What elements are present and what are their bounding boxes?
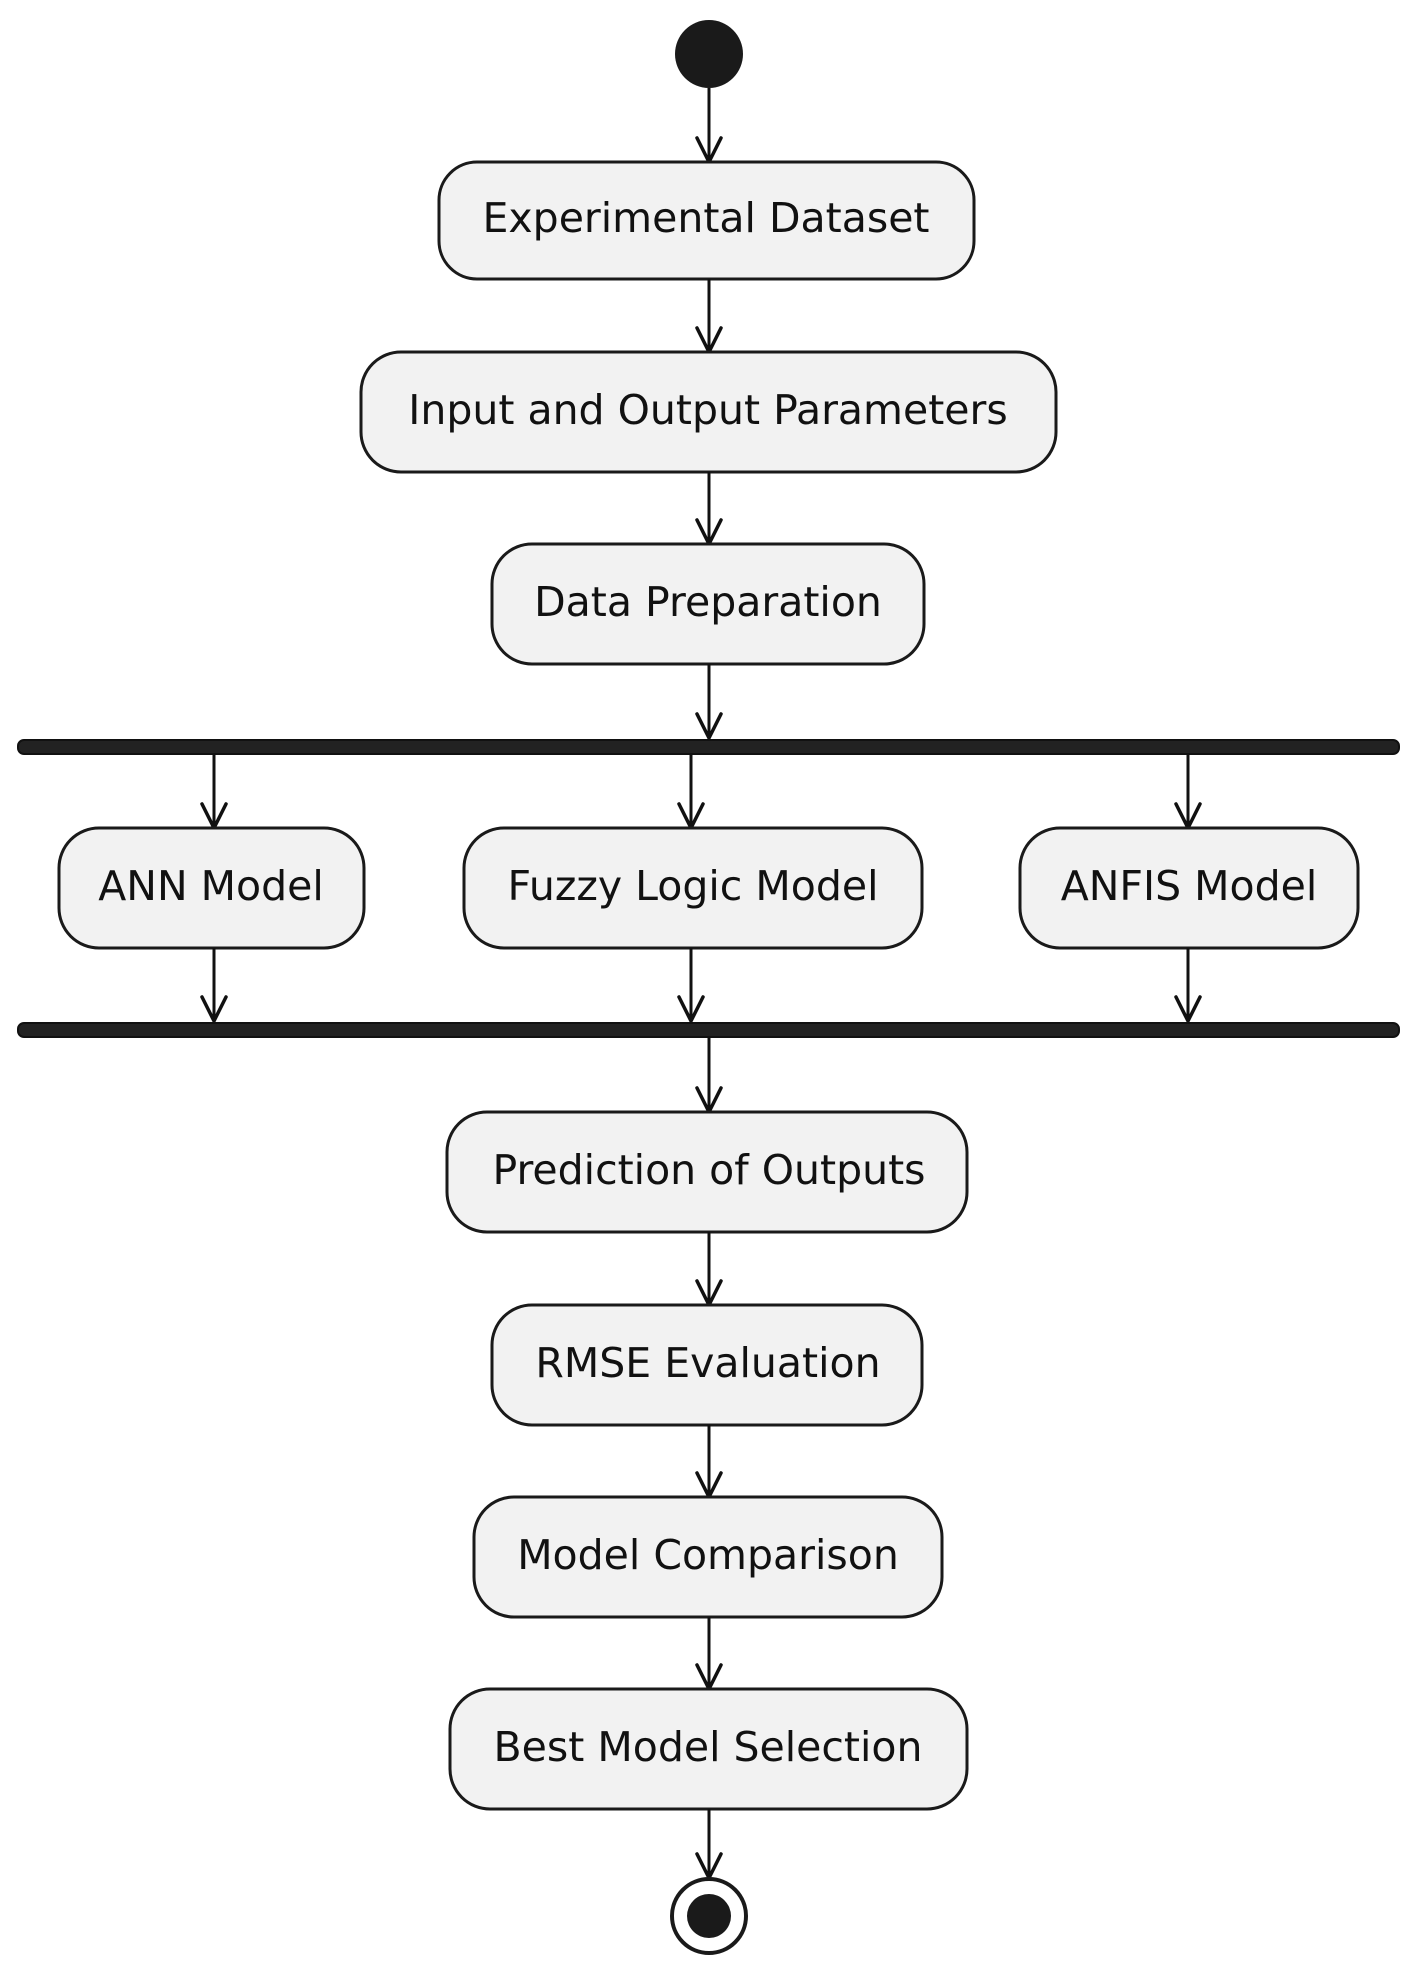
node-model-comparison: Model Comparison: [472, 1495, 944, 1619]
node-experimental-dataset: Experimental Dataset: [437, 160, 976, 281]
edge-fork-to-ann-model: [200, 754, 228, 830]
edge-ann-model-to-join: [200, 948, 228, 1023]
node-label-input-output-parameters: Input and Output Parameters: [408, 386, 1008, 434]
edge-to-fork-bar: [695, 664, 723, 740]
node-prediction-of-outputs: Prediction of Outputs: [445, 1110, 969, 1234]
edge-to-rmse-evaluation: [695, 1232, 723, 1307]
node-anfis-model: ANFIS Model: [1018, 826, 1360, 950]
edge-fork-to-anfis-model: [1174, 754, 1202, 830]
edge-to-data-preparation: [695, 472, 723, 546]
edge-fuzzy-logic-model-to-join: [677, 948, 705, 1023]
edge-anfis-model-to-join: [1174, 948, 1202, 1023]
node-label-model-comparison: Model Comparison: [517, 1531, 899, 1579]
node-label-fuzzy-logic-model: Fuzzy Logic Model: [508, 862, 879, 910]
node-label-prediction-of-outputs: Prediction of Outputs: [492, 1146, 925, 1194]
node-label-rmse-evaluation: RMSE Evaluation: [535, 1339, 880, 1387]
node-input-output-parameters: Input and Output Parameters: [359, 350, 1058, 474]
edge-to-input-output-parameters: [695, 279, 723, 354]
fork-bar: [17, 739, 1400, 755]
node-label-data-preparation: Data Preparation: [534, 578, 882, 626]
edge-to-end-node: [695, 1809, 723, 1880]
edge-to-model-comparison: [695, 1425, 723, 1499]
node-label-anfis-model: ANFIS Model: [1061, 862, 1318, 910]
edge-to-best-model-selection: [695, 1617, 723, 1691]
end-node: [670, 1877, 748, 1955]
edge-to-prediction-of-outputs: [695, 1037, 723, 1114]
node-rmse-evaluation: RMSE Evaluation: [490, 1303, 924, 1427]
node-ann-model: ANN Model: [57, 826, 366, 950]
node-fuzzy-logic-model: Fuzzy Logic Model: [462, 826, 924, 950]
start-node: [675, 20, 743, 88]
node-best-model-selection: Best Model Selection: [448, 1687, 969, 1811]
edge-start-to-experimental-dataset: [695, 88, 723, 164]
node-label-ann-model: ANN Model: [98, 862, 324, 910]
node-label-experimental-dataset: Experimental Dataset: [483, 194, 930, 242]
node-label-best-model-selection: Best Model Selection: [494, 1723, 923, 1771]
edge-fork-to-fuzzy-logic-model: [677, 754, 705, 830]
node-data-preparation: Data Preparation: [490, 542, 926, 666]
join-bar: [17, 1022, 1400, 1038]
